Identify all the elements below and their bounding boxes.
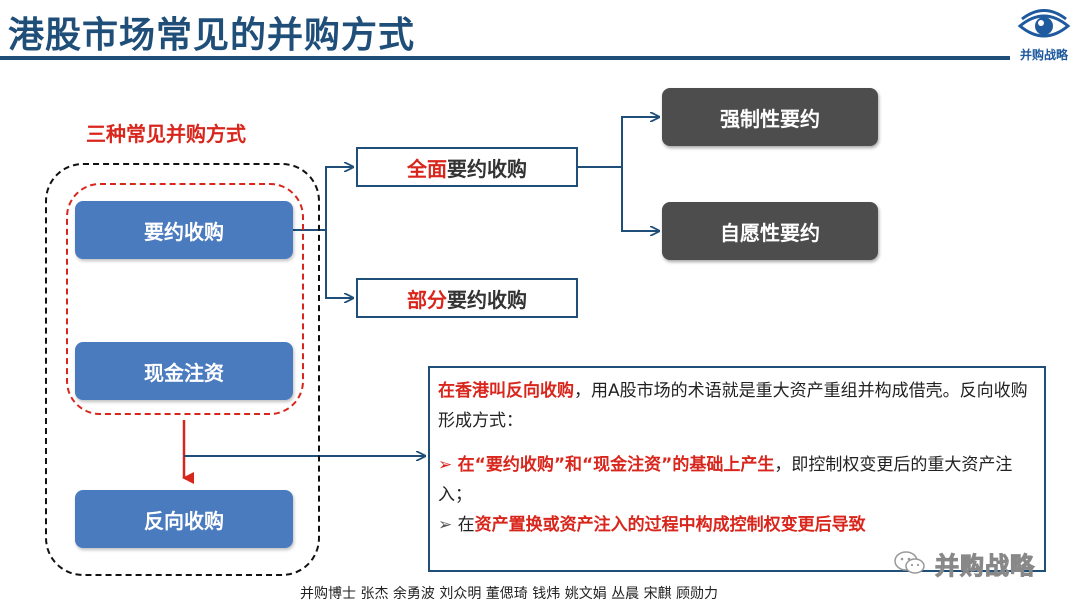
box-tender-offer: 要约收购	[75, 201, 293, 259]
box-mandatory-offer: 强制性要约	[662, 88, 878, 146]
page-title: 港股市场常见的并购方式	[8, 15, 416, 56]
info-bullet-1: ➢ 在“要约收购”和“现金注资”的基础上产生，即控制权变更后的重大资产注入；	[438, 450, 1036, 510]
info-bullet-1-rest: ，即控制权变更后的重大资产注入；	[438, 455, 1013, 505]
info-box: 在香港叫反向收购，用A股市场的术语就是重大资产重组并构成借壳。反向收购形成方式：…	[428, 366, 1046, 572]
info-bullet-2-lead: 在	[457, 515, 475, 535]
eye-icon	[1017, 9, 1071, 38]
watermark: 并购战略	[935, 552, 1035, 581]
box-reverse-takeover: 反向收购	[75, 490, 293, 548]
logo-text: 并购战略	[1019, 48, 1068, 62]
info-bullet-2: ➢ 在资产置换或资产注入的过程中构成控制权变更后导致	[438, 510, 1036, 540]
full-offer-highlight: 全面	[407, 156, 447, 181]
box-full-offer: 全面要约收购	[356, 147, 578, 187]
partial-offer-rest: 要约收购	[447, 287, 527, 312]
full-offer-rest: 要约收购	[447, 156, 527, 181]
title-divider	[0, 56, 1010, 60]
box-partial-offer: 部分要约收购	[356, 278, 578, 318]
group-title: 三种常见并购方式	[86, 122, 246, 146]
info-bullet-2-highlight: 资产置换或资产注入的过程中构成控制权变更后导致	[474, 515, 866, 535]
bullet-arrow-icon: ➢	[438, 455, 453, 475]
bullet-arrow-icon: ➢	[438, 515, 453, 535]
box-cash-injection: 现金注资	[75, 342, 293, 400]
wechat-icon	[894, 551, 925, 574]
logo: 并购战略	[1012, 6, 1076, 68]
partial-offer-highlight: 部分	[407, 287, 447, 312]
info-bullet-1-highlight: 在“要约收购”和“现金注资”的基础上产生	[457, 455, 775, 475]
info-intro-highlight: 在香港叫反向收购	[438, 381, 574, 401]
connector-to-full	[325, 167, 352, 230]
connector-to-partial	[325, 230, 352, 298]
footer-authors: 并购博士 张杰 余勇波 刘众明 董偲琦 钱炜 姚文娟 丛晨 宋麒 顾勋力	[300, 586, 719, 602]
info-intro-rest: ，用A股市场的术语就是重大资产重组并构成借壳。反向收购形成方式：	[438, 381, 1028, 431]
info-intro: 在香港叫反向收购，用A股市场的术语就是重大资产重组并构成借壳。反向收购形成方式：	[438, 376, 1036, 436]
outer-dashed-group	[45, 163, 320, 576]
box-voluntary-offer: 自愿性要约	[662, 202, 878, 260]
inner-dashed-group	[66, 183, 304, 415]
connector-to-mandatory	[621, 117, 658, 167]
connector-to-voluntary	[621, 167, 658, 231]
